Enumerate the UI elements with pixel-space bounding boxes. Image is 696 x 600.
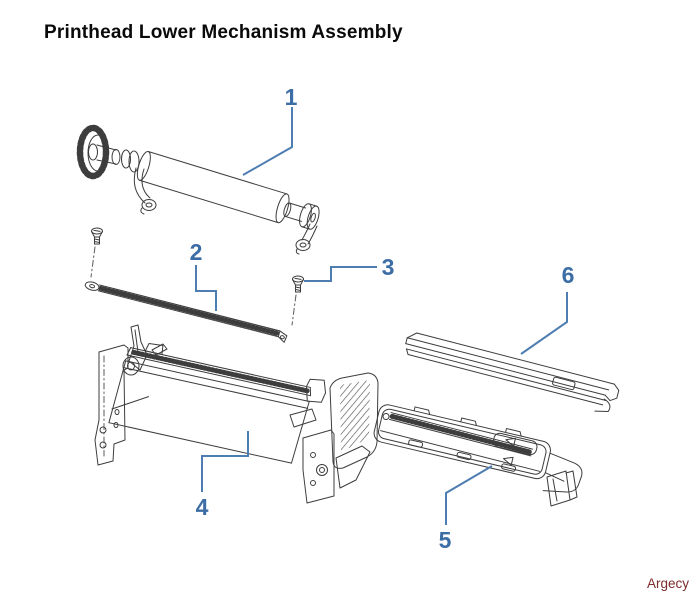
part6-cover-plate-drawing bbox=[405, 332, 620, 412]
drive-gear-icon bbox=[76, 124, 110, 180]
roller-right-bracket bbox=[295, 223, 318, 255]
frame-left-bracket bbox=[94, 324, 168, 466]
screw-icon-left bbox=[91, 227, 103, 245]
leader-line-5 bbox=[445, 465, 493, 525]
watermark-text: Argecy bbox=[646, 576, 689, 591]
leader-line-1 bbox=[242, 107, 293, 176]
roller-bushings bbox=[96, 144, 140, 173]
part3-screws-drawing bbox=[90, 227, 304, 326]
leader-line-4 bbox=[201, 431, 249, 492]
part4-frame-drawing bbox=[94, 324, 379, 504]
frame-body bbox=[108, 342, 327, 464]
frame-right-bracket bbox=[289, 372, 379, 504]
part2-tear-bar-drawing bbox=[84, 281, 288, 343]
roller-left-bracket bbox=[133, 167, 157, 215]
screw-icon-right bbox=[292, 275, 304, 293]
roller-body bbox=[136, 150, 320, 230]
leader-line-2 bbox=[195, 265, 217, 311]
callout-number-5: 5 bbox=[438, 527, 452, 553]
guide-leg bbox=[546, 470, 578, 507]
page-title: Printhead Lower Mechanism Assembly bbox=[44, 22, 403, 43]
callout-number-1: 1 bbox=[284, 84, 298, 110]
callout-leaders bbox=[195, 107, 568, 525]
callout-number-4: 4 bbox=[195, 494, 209, 520]
part5-lower-guide-drawing bbox=[373, 404, 583, 507]
callout-number-3: 3 bbox=[381, 254, 395, 280]
leader-line-3 bbox=[304, 266, 377, 282]
callout-number-6: 6 bbox=[561, 262, 575, 288]
part1-platen-roller-drawing bbox=[76, 124, 320, 255]
callout-number-2: 2 bbox=[189, 239, 203, 265]
leader-line-6 bbox=[520, 292, 568, 355]
